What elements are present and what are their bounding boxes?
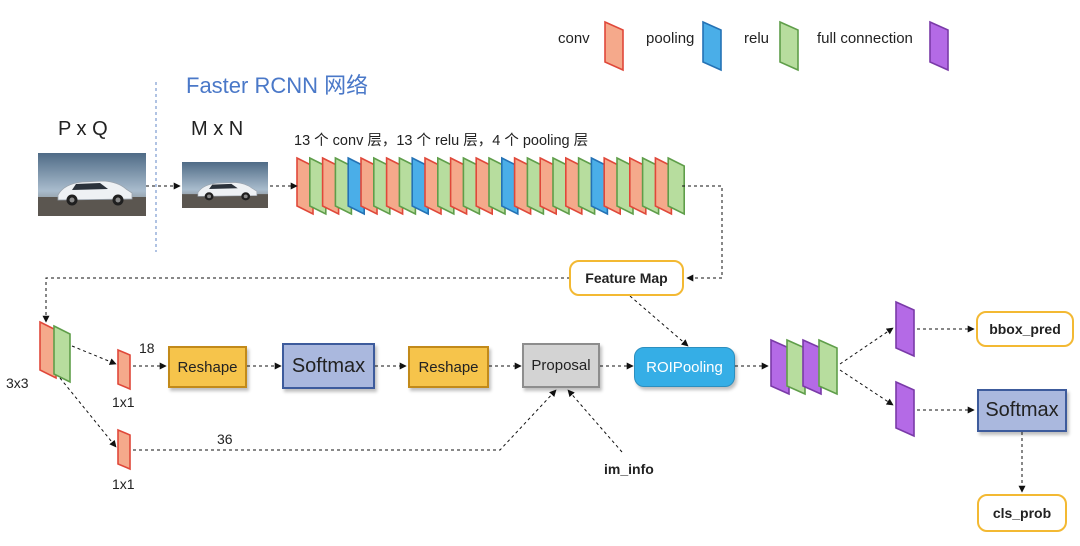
resized-size-label: M x N — [191, 118, 244, 140]
backbone-layer-relu — [667, 156, 686, 216]
legend-label-pooling: pooling — [646, 30, 695, 47]
head-bbox-fc-layer — [895, 300, 915, 358]
fc-stack-layer-full-connection — [770, 338, 790, 396]
backbone-layer-relu — [308, 156, 327, 216]
legend-label-conv: conv — [558, 30, 590, 47]
branch-bottom-1x1-conv-layer — [117, 428, 131, 471]
legend-swatches — [604, 20, 949, 72]
input-size-label: P x Q — [58, 118, 108, 140]
fc-stack-layer-relu — [786, 338, 806, 396]
arrow-featuremap-to-roipooling — [629, 295, 689, 347]
reshape-box-2: Reshape — [408, 346, 489, 388]
fc-layer-stack — [770, 338, 838, 396]
fc-stack-layer-relu — [818, 338, 838, 396]
rpn-layer-shapes — [39, 320, 131, 471]
backbone-layer-relu — [398, 156, 417, 216]
input-image — [38, 153, 146, 216]
proposal-box: Proposal — [522, 343, 600, 388]
arrow-featuremap-to-rpn — [42, 277, 570, 323]
roi-pooling-box: ROIPooling — [634, 347, 735, 387]
backbone-layer-relu — [372, 156, 391, 216]
legend-label-full-connection: full connection — [817, 30, 913, 47]
legend-swatch-relu — [779, 20, 799, 72]
backbone-caption: 13 个 conv 层，13 个 relu 层，4 个 pooling 层 — [294, 133, 589, 149]
branch-bottom-kernel-label: 1x1 — [112, 476, 135, 492]
arrow-fc-to-head-top — [839, 327, 894, 365]
feature-map-box: Feature Map — [569, 260, 684, 296]
rpn-3x3-relu-layer — [53, 324, 71, 384]
head-cls-fc-layer — [895, 380, 915, 438]
backbone-layer-relu — [577, 156, 596, 216]
backbone-layer-relu — [641, 156, 660, 216]
legend-label-relu: relu — [744, 30, 770, 47]
backbone-layer-relu — [436, 156, 455, 216]
cls-prob-box: cls_prob — [977, 494, 1067, 532]
branch-top-1x1-conv-layer — [117, 348, 131, 391]
softmax-box-cls: Softmax — [977, 389, 1067, 432]
legend-swatch-conv — [604, 20, 624, 72]
softmax-box-rpn: Softmax — [282, 343, 375, 389]
arrow-backbone-to-featuremap — [682, 185, 723, 282]
arrow-fc-to-head-bottom — [839, 369, 894, 406]
arrow-rpn-to-1x1-bottom — [59, 377, 117, 448]
legend-swatch-pooling — [702, 20, 722, 72]
branch-bottom-channels: 36 — [217, 431, 233, 447]
backbone-layer-relu — [334, 156, 353, 216]
backbone-layer-stack — [296, 156, 686, 216]
backbone-layer-conv — [513, 156, 532, 216]
arrow-iminfo-to-proposal — [567, 389, 623, 453]
reshape-box-1: Reshape — [168, 346, 247, 388]
legend-swatch-full-connection — [929, 20, 949, 72]
head-fc-shapes — [895, 300, 915, 438]
rpn-kernel-label: 3x3 — [6, 375, 29, 391]
rpn-3x3-conv-layer — [39, 320, 57, 380]
fc-stack-layer-full-connection — [802, 338, 822, 396]
arrow-rpn-to-1x1-top — [71, 345, 117, 365]
resized-image — [182, 162, 268, 208]
backbone-layer-relu — [462, 156, 481, 216]
branch-top-channels: 18 — [139, 340, 155, 356]
branch-top-kernel-label: 1x1 — [112, 394, 135, 410]
diagram-title: Faster RCNN 网络 — [186, 73, 369, 98]
arrow-1x1-bottom-to-proposal — [133, 389, 557, 451]
bbox-pred-box: bbox_pred — [976, 311, 1074, 347]
im-info-label: im_info — [604, 461, 654, 477]
